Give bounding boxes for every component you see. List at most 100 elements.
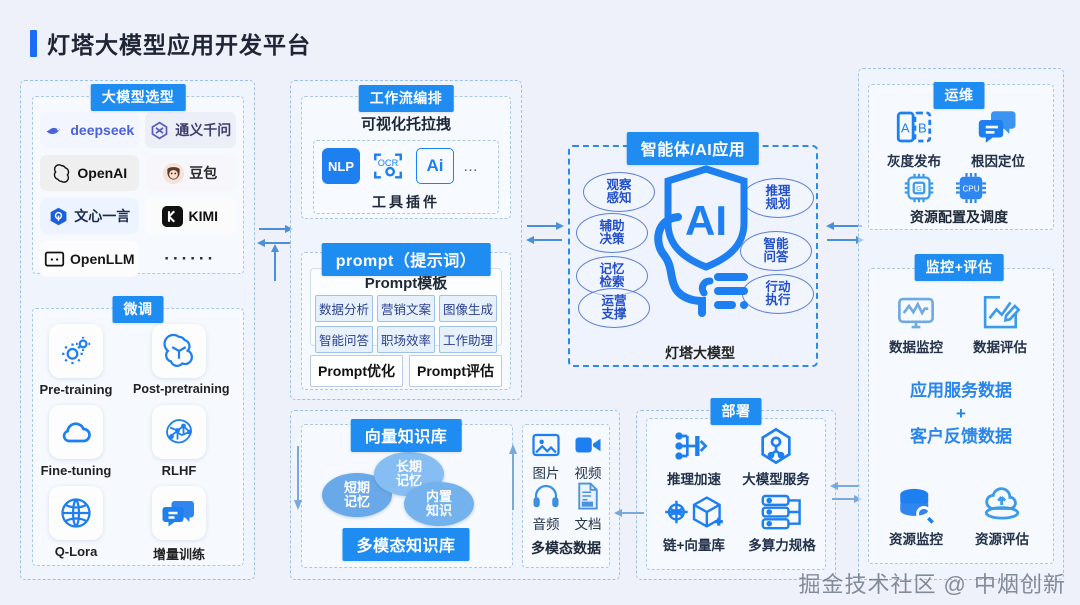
arrow-model-to-workflow	[257, 225, 293, 281]
monitor-item-data-monitor[interactable]: 数据监控	[876, 292, 956, 356]
monitor-middle-line-2: +	[956, 403, 966, 423]
prompt-tag[interactable]: 数据分析	[315, 295, 373, 322]
finetune-label: Pre-training	[39, 382, 113, 397]
monitor-label: 数据监控	[889, 340, 943, 355]
prompt-tag[interactable]: 图像生成	[439, 295, 497, 322]
title-accent-bar	[30, 29, 37, 57]
openllm-icon	[44, 249, 65, 270]
finetune-item-rlhf[interactable]: RLHF	[133, 405, 225, 478]
kimi-icon	[162, 205, 184, 227]
brain-network-icon	[152, 405, 206, 459]
monitor-item-data-eval[interactable]: 数据评估	[960, 292, 1040, 356]
finetune-label: 增量训练	[152, 547, 205, 562]
monitor-item-resource-monitor[interactable]: 资源监控	[876, 484, 956, 548]
cloud-icon	[49, 405, 103, 459]
finetune-item-q-lora[interactable]: Q-Lora	[30, 486, 122, 559]
ops-resource-label: 资源配置及调度	[910, 209, 1008, 225]
finetune-label: Q-Lora	[54, 544, 98, 559]
model-item-openai[interactable]: OpenAI	[40, 155, 139, 191]
model-item-openllm[interactable]: OpenLLM	[40, 241, 139, 277]
model-label: 豆包	[189, 165, 218, 181]
monitor-panel-badge: 监控+评估	[914, 254, 1004, 281]
ai-shield-head-icon: AI	[654, 165, 748, 317]
tool-label: Ai	[426, 156, 444, 175]
finetune-item-post-pretraining[interactable]: Post-pretraining	[133, 324, 230, 396]
prompt-action-buttons: Prompt优化 Prompt评估	[310, 355, 502, 387]
multimodal-item-video[interactable]: 视频	[568, 430, 608, 482]
multimodal-label: 视频	[574, 466, 602, 481]
capability-label: 辅助决策	[599, 218, 625, 246]
deploy-label: 推理加速	[667, 472, 721, 487]
finetune-item-incremental-training[interactable]: 增量训练	[133, 486, 225, 563]
multimodal-caption: 多模态数据	[531, 540, 601, 556]
svg-text:AI: AI	[685, 197, 727, 244]
capability-label: 智能问答	[763, 236, 789, 264]
model-item-tongyi[interactable]: 通义千问	[144, 112, 236, 148]
workflow-subtitle: 可视化托拉拽	[360, 116, 452, 133]
agent-capability-operation[interactable]: 运营支撑	[578, 288, 650, 328]
monitor-item-resource-eval[interactable]: 资源评估	[962, 484, 1042, 548]
prompt-tag[interactable]: 智能问答	[315, 326, 373, 353]
knowledge-panel-badge-bottom: 多模态知识库	[342, 528, 470, 561]
arrow-workflow-to-agent	[526, 222, 564, 244]
model-item-wenxin[interactable]: 文心一言	[40, 198, 139, 234]
multimodal-item-audio[interactable]: 音频	[526, 481, 566, 533]
model-item-deepseek[interactable]: deepseek	[40, 112, 139, 148]
multimodal-label: 文档	[574, 517, 602, 532]
knowledge-panel-badge-top: 向量知识库	[350, 419, 462, 452]
agent-capability-qa[interactable]: 智能问答	[740, 231, 812, 271]
cpu-chip-icon[interactable]: CPU	[951, 170, 991, 206]
finetune-item-fine-tuning[interactable]: Fine-tuning	[30, 405, 122, 478]
multimodal-label: 图片	[532, 466, 560, 481]
chat-bubbles-icon	[152, 486, 206, 540]
prompt-evaluate-button[interactable]: Prompt评估	[409, 355, 502, 387]
monitor-label: 资源监控	[889, 532, 943, 547]
model-item-kimi[interactable]: KIMI	[144, 198, 236, 234]
deploy-label: 链+向量库	[663, 538, 725, 553]
deploy-item-chain-vector[interactable]: 链+向量库	[648, 492, 740, 554]
model-item-more[interactable]: ······	[145, 241, 236, 277]
prompt-tag[interactable]: 营销文案	[377, 295, 435, 322]
deploy-panel-badge: 部署	[710, 398, 762, 425]
prompt-tag[interactable]: 职场效率	[377, 326, 435, 353]
workflow-panel-badge: 工作流编排	[358, 85, 454, 112]
arrow-deploy-right	[830, 482, 862, 503]
ops-item-root-cause[interactable]: 根因定位	[956, 106, 1040, 170]
globe-icon	[49, 486, 103, 540]
model-label: 文心一言	[74, 208, 131, 224]
memory-label: 内置知识	[425, 488, 452, 518]
ocr-icon[interactable]: OCR	[369, 148, 407, 184]
gpu-chip-icon[interactable]: G	[899, 170, 939, 206]
monitor-label: 数据评估	[973, 340, 1027, 355]
agent-capability-observe[interactable]: 观察感知	[583, 172, 655, 212]
agent-capability-decision[interactable]: 辅助决策	[576, 213, 648, 253]
memory-ellipse-builtin[interactable]: 内置知识	[404, 482, 474, 526]
finetune-label: Fine-tuning	[40, 463, 112, 478]
prompt-optimize-button[interactable]: Prompt优化	[310, 355, 403, 387]
model-label: KIMI	[188, 208, 219, 224]
deploy-item-model-service[interactable]: 大模型服务	[734, 426, 818, 488]
multimodal-item-image[interactable]: 图片	[526, 430, 566, 482]
model-label: OpenAI	[77, 165, 128, 181]
workflow-tools-list: NLP OCR Ai …	[322, 148, 480, 184]
monitor-middle-text: 应用服务数据 + 客户反馈数据	[910, 380, 1012, 449]
illustrator-ai-icon[interactable]: Ai	[416, 148, 454, 184]
openai-flower-icon	[152, 324, 206, 378]
arrow-prompt-to-knowledge	[294, 446, 302, 510]
doubao-avatar-icon	[163, 162, 185, 184]
memory-ellipse-long-term[interactable]: 长期记忆	[374, 452, 444, 496]
svg-text:B: B	[918, 120, 927, 135]
deploy-item-inference[interactable]: 推理加速	[654, 426, 734, 488]
gears-icon	[49, 324, 103, 378]
page-title-text: 灯塔大模型应用开发平台	[47, 32, 311, 58]
prompt-tag[interactable]: 工作助理	[439, 326, 497, 353]
finetune-item-pre-training[interactable]: Pre-training	[30, 324, 122, 397]
finetune-label: Post-pretraining	[133, 382, 230, 396]
model-item-doubao[interactable]: 豆包	[144, 155, 236, 191]
deploy-item-compute-spec[interactable]: 多算力规格	[740, 492, 824, 554]
multimodal-item-document[interactable]: 文档	[568, 481, 608, 533]
nlp-icon[interactable]: NLP	[322, 148, 360, 184]
agent-capability-action[interactable]: 行动执行	[742, 274, 814, 314]
